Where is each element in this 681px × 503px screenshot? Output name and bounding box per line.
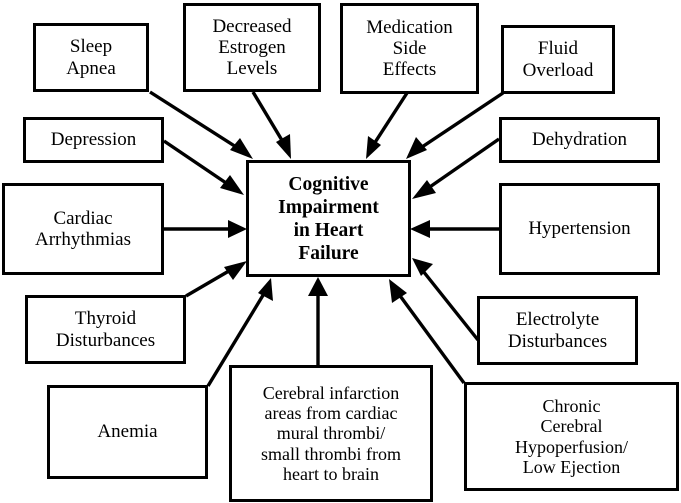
node-sleep-apnea-label: Sleep Apnea: [66, 36, 116, 79]
node-hypertension-label: Hypertension: [528, 218, 631, 240]
edge-sleep-apnea-to-center: [149, 90, 253, 159]
node-chronic-cerebral-hypoperfusion-label: Chronic Cerebral Hypoperfusion/ Low Ejec…: [515, 396, 628, 477]
node-hypertension[interactable]: Hypertension: [499, 183, 660, 275]
node-cardiac-arrhythmias-label: Cardiac Arrhythmias: [34, 207, 132, 250]
edge-medication-side-effects-to-center: [366, 92, 409, 159]
node-anemia-label: Anemia: [97, 421, 158, 443]
node-depression-label: Depression: [50, 129, 137, 151]
edge-thyroid-disturbances-to-center: [185, 261, 247, 298]
node-electrolyte-disturbances-label: Electrolyte Disturbances: [507, 309, 608, 352]
node-electrolyte-disturbances[interactable]: Electrolyte Disturbances: [477, 296, 638, 365]
node-dehydration[interactable]: Dehydration: [499, 117, 660, 163]
node-anemia[interactable]: Anemia: [47, 385, 208, 479]
node-medication-side-effects-label: Medication Side Effects: [366, 16, 453, 81]
node-cerebral-infarction-label: Cerebral infarction areas from cardiac m…: [261, 383, 401, 484]
edge-decreased-estrogen-to-center: [251, 91, 291, 159]
node-center-cognitive-impairment[interactable]: Cognitive Impairment in Heart Failure: [246, 160, 411, 277]
edge-cardiac-arrhythmias-to-center: [163, 220, 247, 238]
node-medication-side-effects[interactable]: Medication Side Effects: [340, 3, 479, 94]
node-center-label: Cognitive Impairment in Heart Failure: [278, 173, 379, 264]
edge-dehydration-to-center: [412, 137, 500, 199]
edge-fluid-overload-to-center: [406, 91, 504, 159]
edge-depression-to-center: [163, 139, 244, 195]
node-fluid-overload[interactable]: Fluid Overload: [501, 25, 615, 94]
node-cardiac-arrhythmias[interactable]: Cardiac Arrhythmias: [2, 183, 164, 275]
node-fluid-overload-label: Fluid Overload: [522, 38, 594, 81]
node-thyroid-disturbances-label: Thyroid Disturbances: [55, 308, 156, 351]
edge-electrolyte-disturbances-to-center: [412, 258, 480, 342]
node-chronic-cerebral-hypoperfusion[interactable]: Chronic Cerebral Hypoperfusion/ Low Ejec…: [464, 382, 679, 491]
node-decreased-estrogen-levels[interactable]: Decreased Estrogen Levels: [183, 3, 321, 92]
node-decreased-estrogen-levels-label: Decreased Estrogen Levels: [212, 15, 292, 80]
node-depression[interactable]: Depression: [23, 117, 164, 163]
edge-hypertension-to-center: [410, 220, 499, 238]
edge-cerebral-infarction-to-center: [308, 277, 328, 366]
node-cerebral-infarction[interactable]: Cerebral infarction areas from cardiac m…: [229, 365, 433, 502]
node-thyroid-disturbances[interactable]: Thyroid Disturbances: [25, 295, 186, 364]
node-sleep-apnea[interactable]: Sleep Apnea: [33, 23, 149, 92]
node-dehydration-label: Dehydration: [532, 129, 627, 151]
